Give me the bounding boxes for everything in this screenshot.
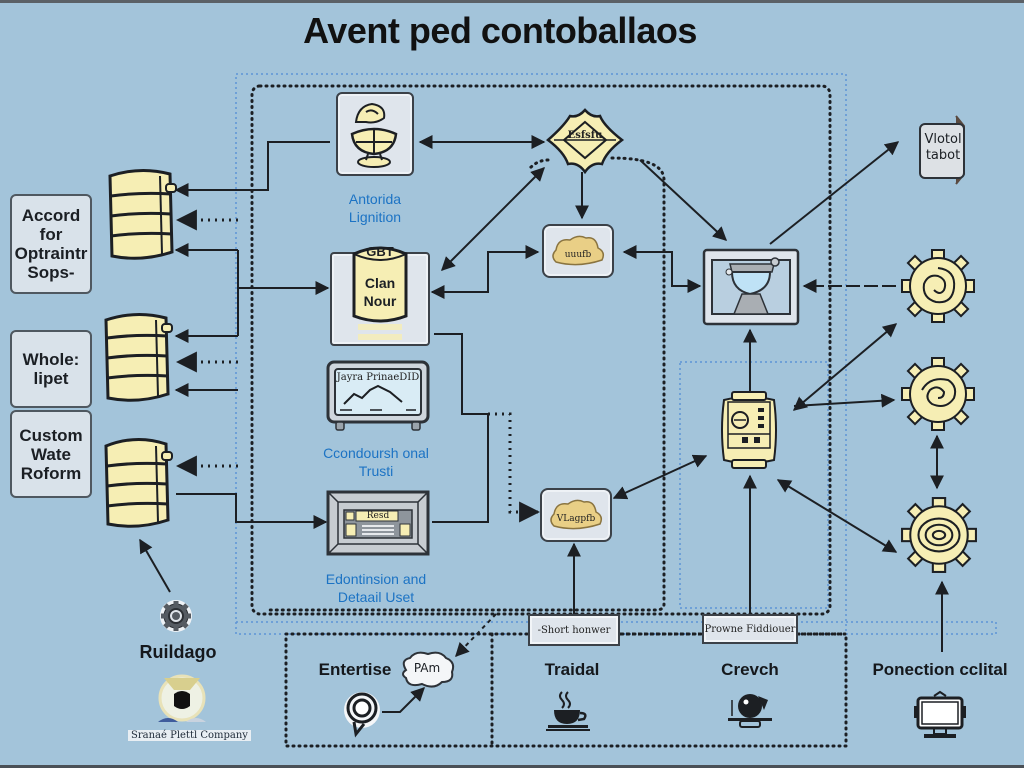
- tag-icon[interactable]: [916, 112, 972, 188]
- left-panel-custom-label: Custom Wate Roform: [19, 425, 83, 483]
- wire-db3-to-device: [176, 493, 328, 529]
- wire-ruildago-arrow: [139, 538, 171, 593]
- cylinder-icon: [352, 246, 408, 340]
- left-panel-custom[interactable]: Custom Wate Roform: [10, 410, 92, 498]
- top-hat-node[interactable]: [542, 224, 614, 278]
- cylinder-text: Clan Nour: [350, 274, 410, 310]
- ignition-label-line1: Antorida: [348, 191, 402, 207]
- top-hat-text: uuufb: [564, 250, 592, 260]
- spiral-gear-icon-1[interactable]: [900, 248, 976, 324]
- ignition-node[interactable]: [336, 92, 414, 176]
- gauge-device-icon[interactable]: [718, 390, 780, 470]
- left-panel-whole[interactable]: Whole: lipet: [10, 330, 92, 408]
- spiral-gear-icon-2[interactable]: [900, 356, 976, 432]
- device-label-line1: Edontinsion and: [325, 571, 427, 587]
- wire-tophat-screen: [622, 245, 702, 293]
- company-emblem-icon: [158, 674, 206, 722]
- wire-person-bubble: [382, 687, 425, 713]
- section-ponection-label: Ponection cclital: [872, 660, 1008, 679]
- database-icon-1[interactable]: [104, 164, 180, 266]
- section-traidal-label: Traidal: [544, 660, 600, 679]
- connector-box-short-label: -Short honwer: [537, 624, 611, 636]
- company-name: Sranaé Plettl Company: [128, 730, 251, 741]
- monitor-screen-text: Jayra PrinaeDID: [336, 372, 420, 383]
- section-entertise-label: Entertise: [318, 660, 392, 679]
- device-screen-text: Resd: [366, 511, 390, 521]
- bottom-hat-text: VLagpfb: [556, 514, 596, 524]
- hub-dotted-arc: [528, 158, 550, 170]
- hat-icon: [552, 235, 605, 266]
- tag-text: Vlotol tabot: [918, 132, 968, 164]
- wire-gauge-gear1: [792, 323, 898, 411]
- wire-dotted-to-bottomhat: [488, 412, 541, 523]
- database-icon-2[interactable]: [100, 308, 176, 408]
- cylinder-text-line2: Nour: [363, 293, 397, 309]
- connector-box-short[interactable]: -Short honwer: [528, 614, 620, 646]
- cylinder-text-line1: Clan: [364, 275, 396, 291]
- bottom-hat-node[interactable]: [540, 488, 612, 542]
- hat-icon: [550, 499, 603, 530]
- wire-screen-tag: [769, 141, 900, 245]
- wire-bottomhat-gauge: [612, 454, 708, 500]
- spiral-gear-icon-3[interactable]: [900, 496, 978, 574]
- thought-bubble-icon[interactable]: [396, 650, 458, 690]
- wire-gauge-gear3: [776, 479, 898, 553]
- wire-gauge-gear2: [793, 393, 896, 408]
- wire-star-cylinder: [441, 167, 545, 271]
- middle-dotted-divider: [268, 156, 666, 612]
- device-label-line2: Detaail Uset: [337, 589, 415, 605]
- left-panel-whole-label: Whole: lipet: [22, 350, 80, 388]
- ignition-label: Antorida Lignition: [316, 190, 434, 226]
- person-icon[interactable]: [340, 690, 386, 740]
- ignition-label-line2: Lignition: [348, 209, 402, 225]
- left-panel-accord[interactable]: Accord for Optraintr Sops-: [10, 194, 92, 294]
- wire-shortconn-entertise: [455, 613, 497, 658]
- wire-db1-in: [174, 141, 330, 197]
- monitor-label-line2: Trusti: [358, 463, 394, 479]
- ruildago-label: Ruildago: [139, 642, 217, 662]
- cylinder-top-text: GBT: [366, 244, 394, 259]
- wire-cylinder-down: [432, 333, 489, 523]
- device-console-icon[interactable]: [326, 490, 430, 556]
- thought-bubble-text: PAm: [413, 661, 441, 675]
- connector-box-prowne[interactable]: Prowne Fiddiouer: [702, 614, 798, 644]
- gear-icon[interactable]: [158, 598, 194, 634]
- database-icon-3[interactable]: [100, 432, 176, 534]
- star-badge-text: Esfsfu: [567, 130, 603, 141]
- diagram-title: Avent ped contoballaos: [303, 10, 697, 51]
- star-badge-icon[interactable]: [544, 108, 626, 174]
- character-stand-icon[interactable]: [724, 690, 776, 730]
- display-bowl-icon[interactable]: [702, 248, 800, 326]
- wire-tophat-cylinder: [430, 245, 540, 299]
- coffee-cup-icon[interactable]: [544, 690, 592, 732]
- monitor-chart-icon[interactable]: [326, 360, 430, 436]
- top-frame-bar: [0, 0, 1024, 3]
- bowl-icon: [350, 102, 398, 168]
- monitor-label: Ccondoursh onal Trusti: [296, 444, 456, 480]
- monitor-label-line1: Ccondoursh onal: [323, 445, 429, 461]
- computer-monitor-icon[interactable]: [912, 690, 968, 742]
- wire-star-screen: [639, 159, 728, 241]
- device-label: Edontinsion and Detaail Uset: [296, 570, 456, 606]
- tag-text-line1: Vlotol: [924, 132, 962, 147]
- bottom-frame-bar: [0, 765, 1024, 768]
- section-crevch-label: Crevch: [721, 660, 779, 679]
- tag-text-line2: tabot: [925, 148, 961, 163]
- left-panel-accord-label: Accord for Optraintr Sops-: [14, 206, 88, 282]
- connector-box-prowne-label: Prowne Fiddiouer: [704, 623, 796, 635]
